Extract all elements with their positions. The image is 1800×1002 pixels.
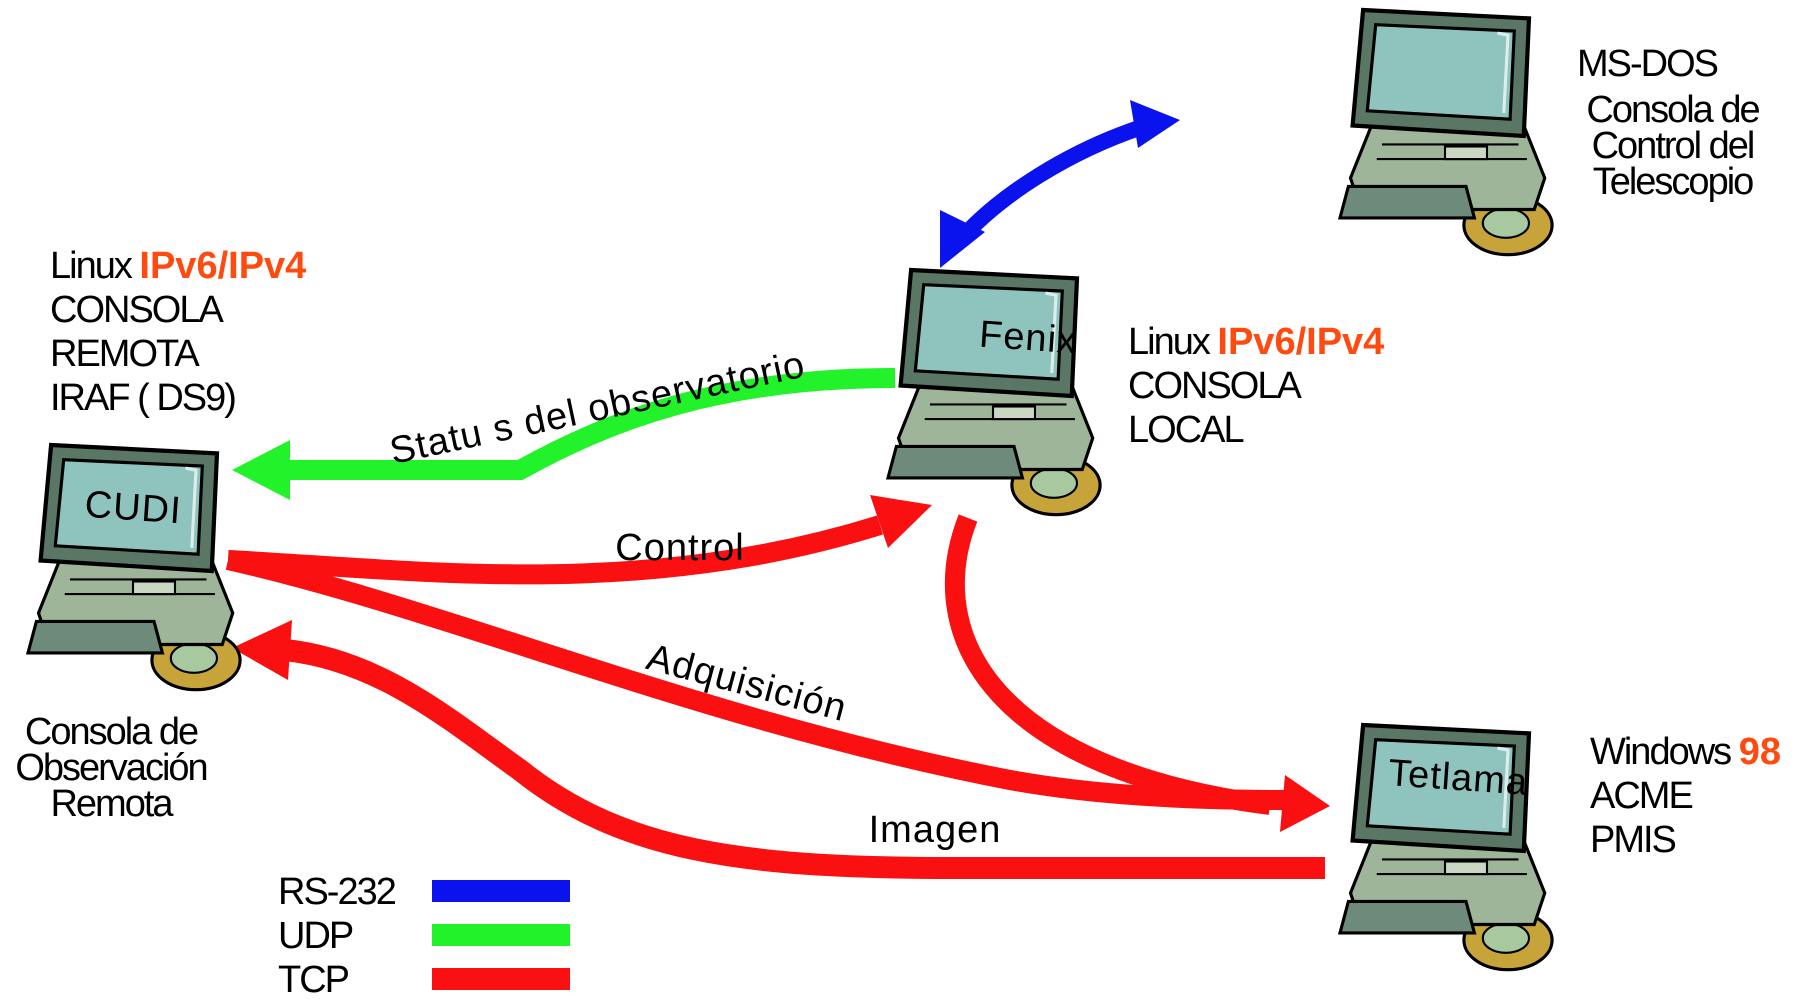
legend-rs232-swatch bbox=[432, 880, 570, 902]
fenix-os: Linux bbox=[1128, 321, 1211, 363]
legend-udp-swatch bbox=[432, 924, 570, 946]
cudi-desc-line: Remota bbox=[50, 783, 173, 825]
msdos-desc-line: Telescopio bbox=[1592, 161, 1755, 203]
legend-tcp-swatch bbox=[432, 968, 570, 990]
status-edge-label: Statu s del observatorio bbox=[386, 344, 809, 473]
tetlama-os-highlight: 98 bbox=[1738, 731, 1781, 773]
fenix-computer-icon bbox=[888, 270, 1100, 515]
cudi-description: Consola de Observación Remota bbox=[6, 711, 216, 825]
tcp-link-control bbox=[227, 495, 932, 585]
tcp-link-fenix-tetlama bbox=[944, 514, 1330, 832]
msdos-description: Consola de Control del Telescopio bbox=[1570, 89, 1775, 203]
tetlama-line: PMIS bbox=[1590, 819, 1677, 861]
tcp-link-imagen bbox=[232, 620, 1325, 879]
legend-tcp-label: TCP bbox=[278, 959, 350, 1001]
cudi-computer-icon bbox=[28, 445, 240, 690]
msdos-title: MS-DOS bbox=[1577, 43, 1719, 85]
cudi-os: Linux bbox=[50, 245, 133, 287]
legend-udp-label: UDP bbox=[278, 915, 354, 957]
fenix-os-line: Linux IPv6/IPv4 bbox=[1128, 320, 1384, 364]
control-edge-label: Control bbox=[615, 527, 745, 569]
fenix-screen-label: Fenix bbox=[978, 314, 1079, 363]
fenix-os-highlight: IPv6/IPv4 bbox=[1217, 321, 1385, 363]
tetlama-screen-label: Tetlama bbox=[1387, 752, 1530, 804]
legend-rs232-label: RS-232 bbox=[278, 871, 397, 913]
tetlama-info: Windows 98 ACME PMIS bbox=[1590, 730, 1781, 862]
cudi-desc-line: Consola de bbox=[24, 711, 199, 753]
tetlama-line: ACME bbox=[1590, 775, 1694, 817]
cudi-info: Linux IPv6/IPv4 CONSOLA REMOTA IRAF ( DS… bbox=[50, 244, 306, 420]
tetlama-os-line: Windows 98 bbox=[1590, 730, 1781, 774]
rs232-link bbox=[940, 100, 1180, 268]
tetlama-os: Windows bbox=[1590, 731, 1732, 773]
cudi-os-line: Linux IPv6/IPv4 bbox=[50, 244, 306, 288]
msdos-desc-line: Control del bbox=[1591, 125, 1756, 167]
msdos-computer-icon bbox=[1340, 10, 1552, 255]
cudi-line: IRAF ( DS9) bbox=[50, 377, 237, 419]
fenix-info: Linux IPv6/IPv4 CONSOLA LOCAL bbox=[1128, 320, 1384, 452]
cudi-screen-label: CUDI bbox=[83, 484, 183, 533]
imagen-edge-label: Imagen bbox=[869, 809, 1002, 851]
cudi-desc-line: Observación bbox=[15, 747, 208, 789]
fenix-line: LOCAL bbox=[1128, 409, 1245, 451]
cudi-os-highlight: IPv6/IPv4 bbox=[139, 245, 307, 287]
fenix-line: CONSOLA bbox=[1128, 365, 1302, 407]
cudi-line: CONSOLA bbox=[50, 289, 224, 331]
cudi-line: REMOTA bbox=[50, 333, 200, 375]
udp-link bbox=[232, 368, 896, 500]
msdos-desc-line: Consola de bbox=[1586, 89, 1760, 131]
